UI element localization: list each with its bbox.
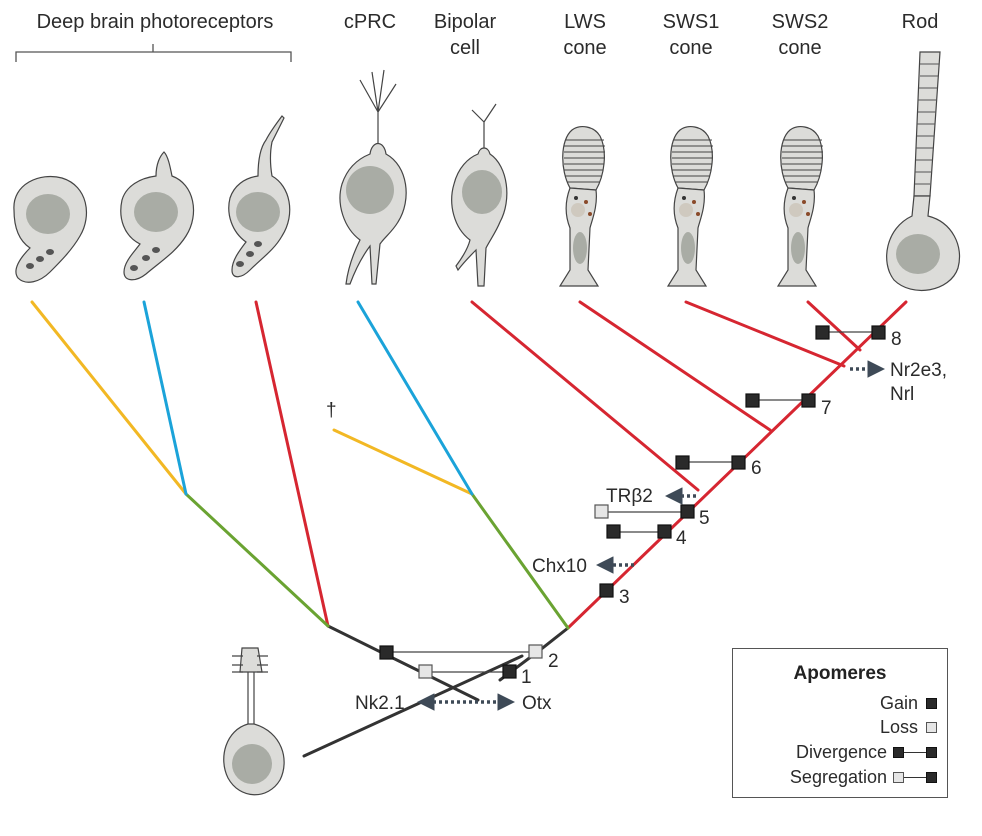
node-6-label: 6: [751, 458, 762, 479]
connector-line-icon: [904, 776, 926, 778]
node-8-label: 8: [891, 329, 902, 350]
gain-square-icon: [893, 746, 904, 758]
loss-marker: [418, 664, 433, 679]
chx10-label: Chx10: [532, 556, 587, 577]
gain-marker: [871, 325, 886, 340]
legend-gain: Gain: [880, 692, 937, 714]
nr2e3-label: Nr2e3,: [890, 360, 947, 381]
loss-marker: [528, 644, 543, 659]
cprc-label: cPRC: [343, 11, 397, 33]
loss-square-icon: [893, 771, 904, 783]
deep-brain-cell-1: [13, 176, 88, 283]
loss-marker: [594, 504, 609, 519]
sws2-label-1: SWS2: [771, 11, 829, 33]
gain-marker: [801, 393, 816, 408]
otx-label: Otx: [522, 693, 552, 714]
legend: Apomeres Gain Loss Divergence Segregatio…: [732, 648, 948, 798]
nrl-label: Nrl: [890, 384, 914, 405]
gain-marker: [815, 325, 830, 340]
node-7-label: 7: [821, 398, 832, 419]
deep-brain-cell-2: [120, 151, 195, 281]
legend-gain-label: Gain: [879, 692, 918, 713]
gain-marker: [657, 524, 672, 539]
deep-brain-cell-3: [228, 115, 291, 278]
gain-square-icon: [926, 697, 937, 709]
regulator-arrows: [417, 360, 885, 711]
cone-stripes: [564, 139, 823, 183]
bipolar-cell: [451, 103, 508, 287]
gain-square-icon: [926, 746, 937, 758]
sws2-label-2: cone: [778, 37, 822, 59]
gain-square-icon: [926, 771, 937, 783]
gain-marker: [675, 455, 690, 470]
sws1-cone-cell: [666, 126, 713, 287]
nk21-label: Nk2.1: [355, 693, 405, 714]
apomere-markers: [379, 325, 886, 679]
loss-square-icon: [926, 721, 937, 733]
node-4-label: 4: [676, 528, 687, 549]
deep-brain-label: Deep brain photoreceptors: [36, 11, 274, 33]
sws1-label-1: SWS1: [662, 11, 720, 33]
rod-label: Rod: [901, 11, 939, 33]
legend-title: Apomeres: [793, 663, 887, 684]
bipolar-label-1: Bipolar: [433, 11, 497, 33]
apomere-connectors: [386, 331, 878, 673]
gain-marker: [731, 455, 746, 470]
sws1-label-2: cone: [669, 37, 713, 59]
gain-marker: [379, 645, 394, 660]
lws-cone-cell: [558, 126, 605, 287]
legend-divergence: Divergence: [796, 741, 937, 763]
legend-segregation: Segregation: [790, 766, 937, 788]
bipolar-label-2: cell: [449, 37, 480, 59]
gain-marker: [745, 393, 760, 408]
legend-divergence-label: Divergence: [795, 741, 887, 762]
cprc-cell: [339, 69, 407, 285]
lws-label-1: LWS: [564, 11, 606, 33]
legend-loss-label: Loss: [879, 716, 918, 737]
gain-marker: [680, 504, 695, 519]
rod-disc-stripes: [915, 63, 939, 185]
ancestral-cell: [223, 647, 285, 796]
gain-marker: [502, 664, 517, 679]
legend-segregation-label: Segregation: [789, 766, 887, 787]
lws-label-2: cone: [563, 37, 607, 59]
node-3-label: 3: [619, 587, 630, 608]
gain-marker: [606, 524, 621, 539]
gain-marker: [599, 583, 614, 598]
node-2-label: 2: [548, 651, 559, 672]
trb2-label: TRβ2: [606, 486, 653, 507]
connector-line-icon: [904, 751, 926, 753]
node-1-label: 1: [521, 667, 532, 688]
node-5-label: 5: [699, 508, 710, 529]
extinct-dagger: †: [326, 400, 337, 421]
deep-brain-bracket: [15, 44, 292, 62]
sws2-cone-cell: [776, 126, 823, 287]
legend-loss: Loss: [880, 716, 937, 738]
